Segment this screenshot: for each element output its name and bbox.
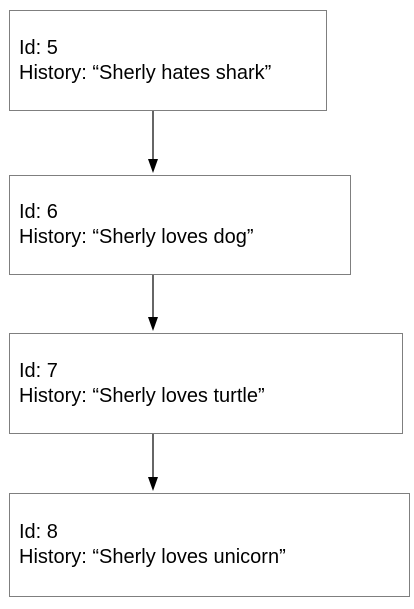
node-history-label: History: “Sherly hates shark”	[19, 61, 272, 84]
history-node-7: Id: 7 History: “Sherly loves turtle”	[9, 333, 403, 434]
node-id-label: Id: 8	[19, 521, 58, 543]
edge-5-to-6	[148, 111, 158, 173]
node-id-label: Id: 6	[19, 201, 58, 223]
node-history-label: History: “Sherly loves unicorn”	[19, 546, 286, 568]
arrow-head	[148, 159, 158, 173]
history-node-5: Id: 5 History: “Sherly hates shark”	[9, 10, 327, 111]
arrow-head	[148, 317, 158, 331]
node-history-label: History: “Sherly loves turtle”	[19, 384, 265, 407]
edge-7-to-8	[148, 434, 158, 491]
node-history-label: History: “Sherly loves dog”	[19, 226, 254, 248]
node-id-label: Id: 7	[19, 359, 58, 382]
history-node-8: Id: 8 History: “Sherly loves unicorn”	[9, 493, 410, 597]
node-id-label: Id: 5	[19, 36, 58, 59]
history-node-6: Id: 6 History: “Sherly loves dog”	[9, 175, 351, 275]
edge-6-to-7	[148, 275, 158, 331]
arrow-head	[148, 477, 158, 491]
